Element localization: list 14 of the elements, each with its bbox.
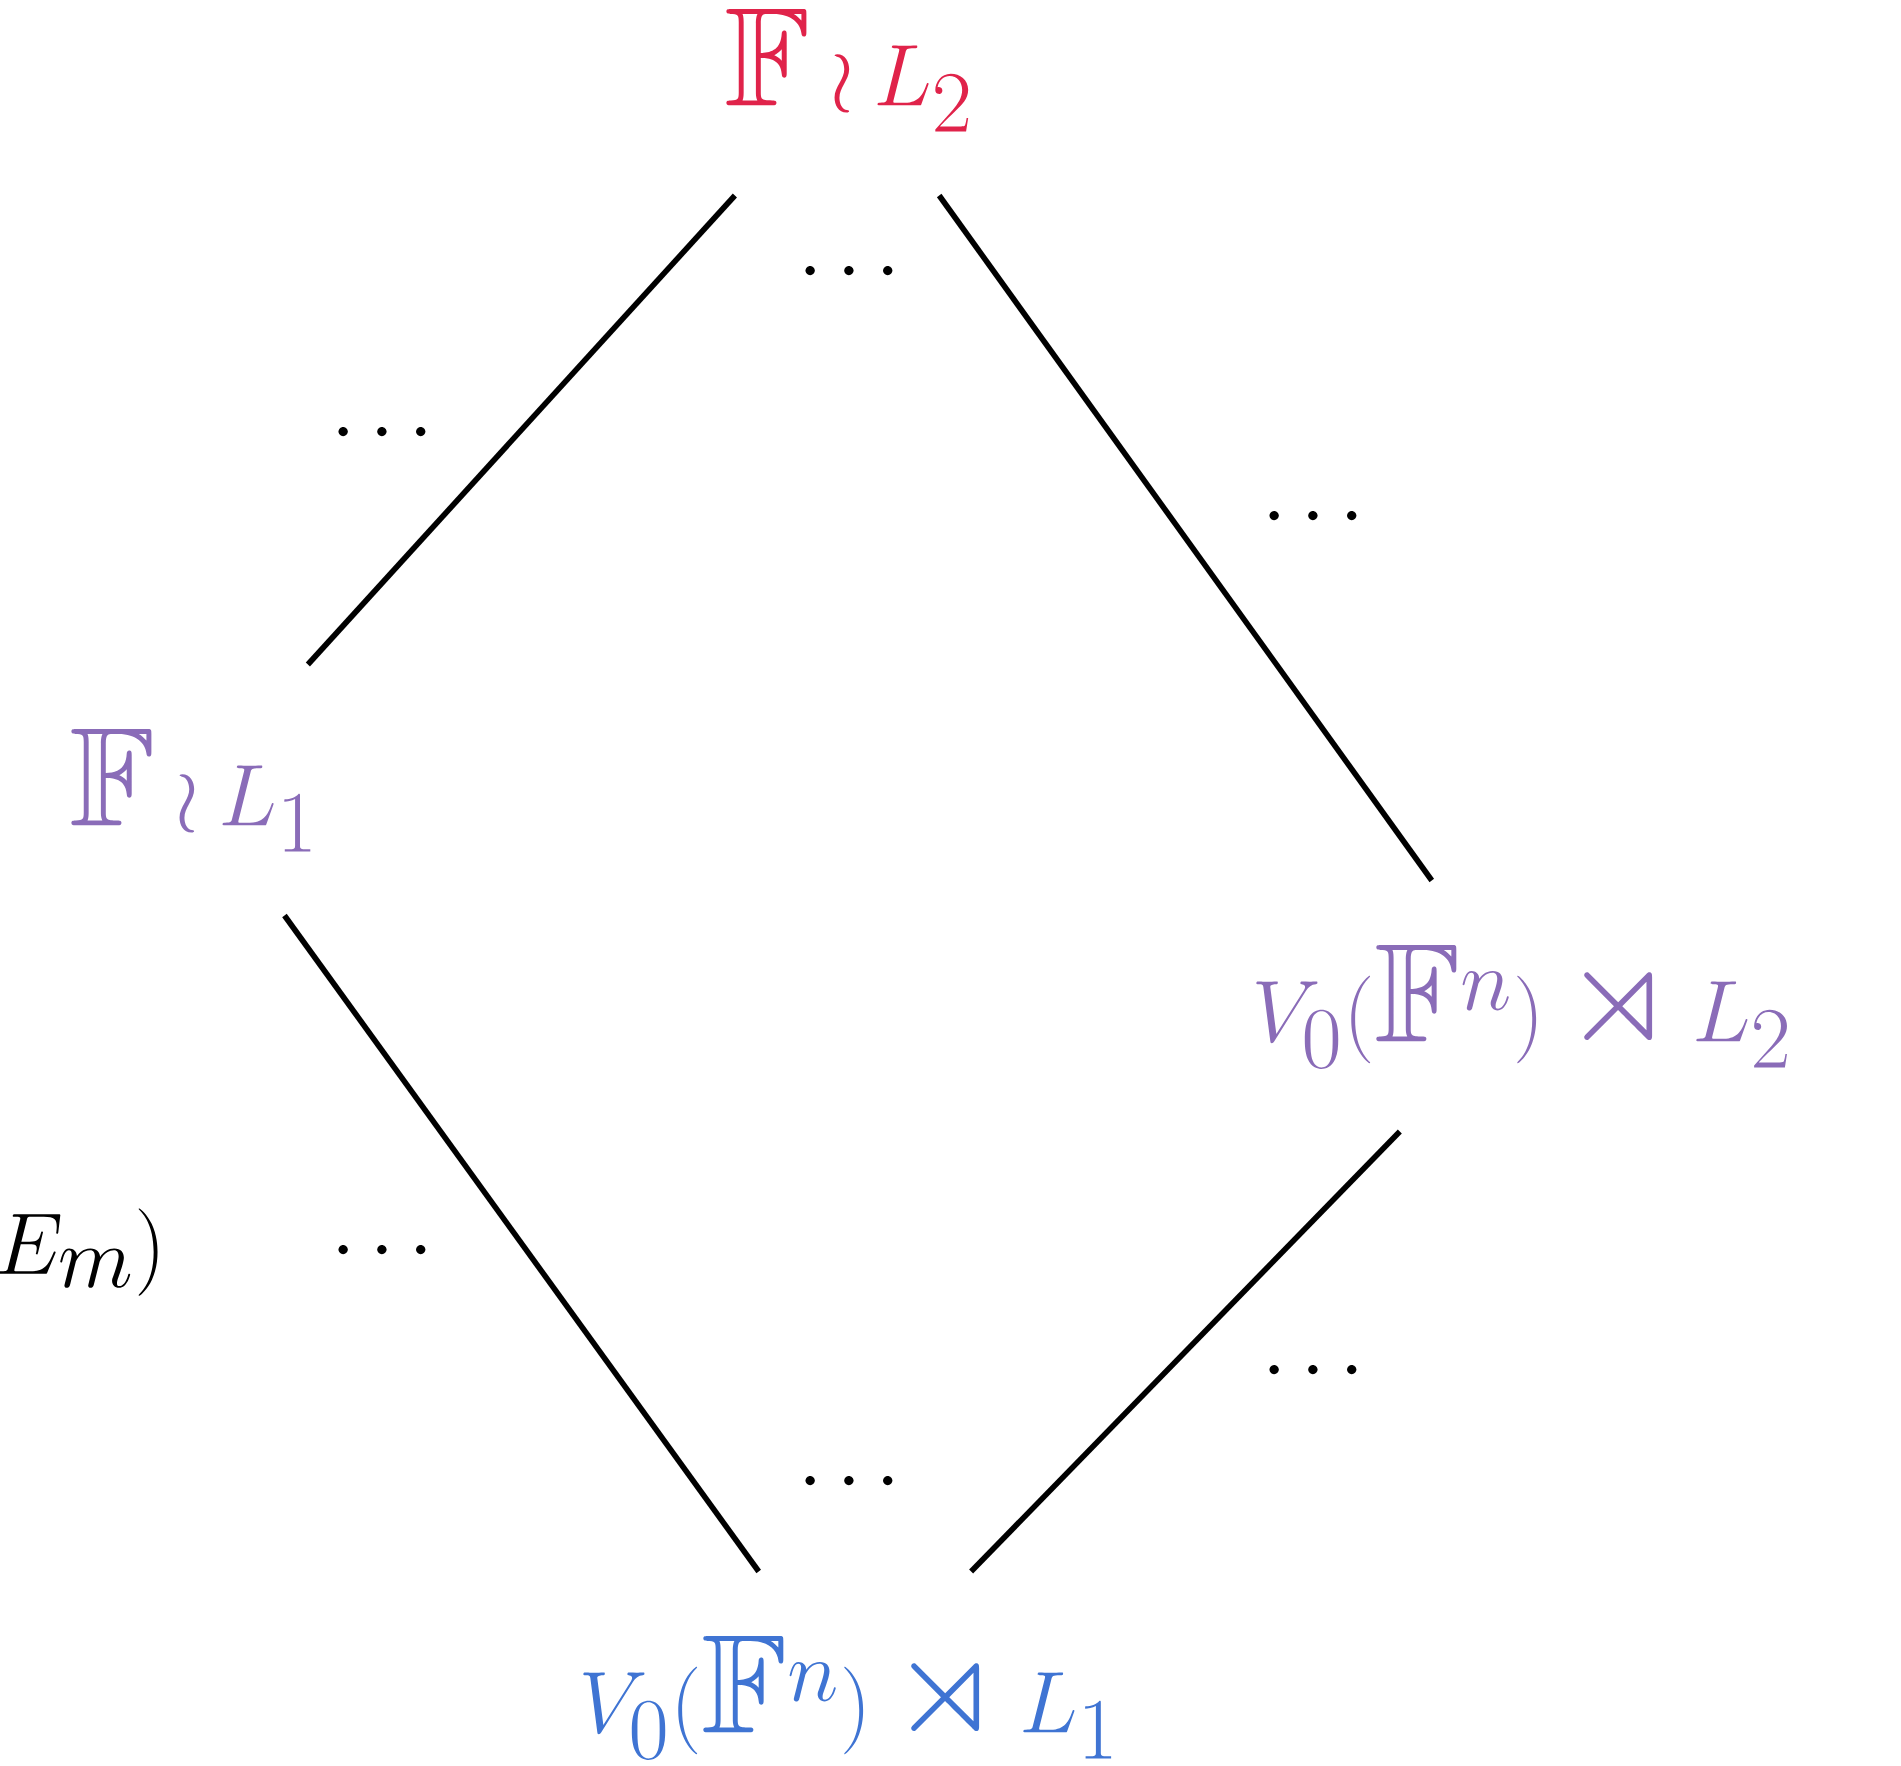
connector-line <box>969 1129 1402 1574</box>
connector-line <box>282 913 761 1574</box>
math-label: $\cdots$ <box>338 1244 426 1255</box>
math-label: $\cdots$ <box>805 1475 893 1486</box>
math-label: $\cdots$ <box>1269 1364 1357 1375</box>
math-label: $\cdots$ <box>1269 510 1357 521</box>
math-expression: $\mathbb{F} \wr L_1$ <box>71 729 311 852</box>
math-expression: $V_0(\mathbb{F}^n) \rtimes L_1$ <box>583 1636 1112 1760</box>
math-label: $\cdots$ <box>805 265 893 276</box>
math-label: $\cdots$ <box>338 426 426 437</box>
connector-line <box>305 193 737 667</box>
math-expression: $\mathbb{F} \wr L_2$ <box>726 9 969 132</box>
math-expression: $V_0(\mathbb{F}^n) \rtimes L_2$ <box>1256 945 1787 1069</box>
connector-line <box>936 193 1435 883</box>
